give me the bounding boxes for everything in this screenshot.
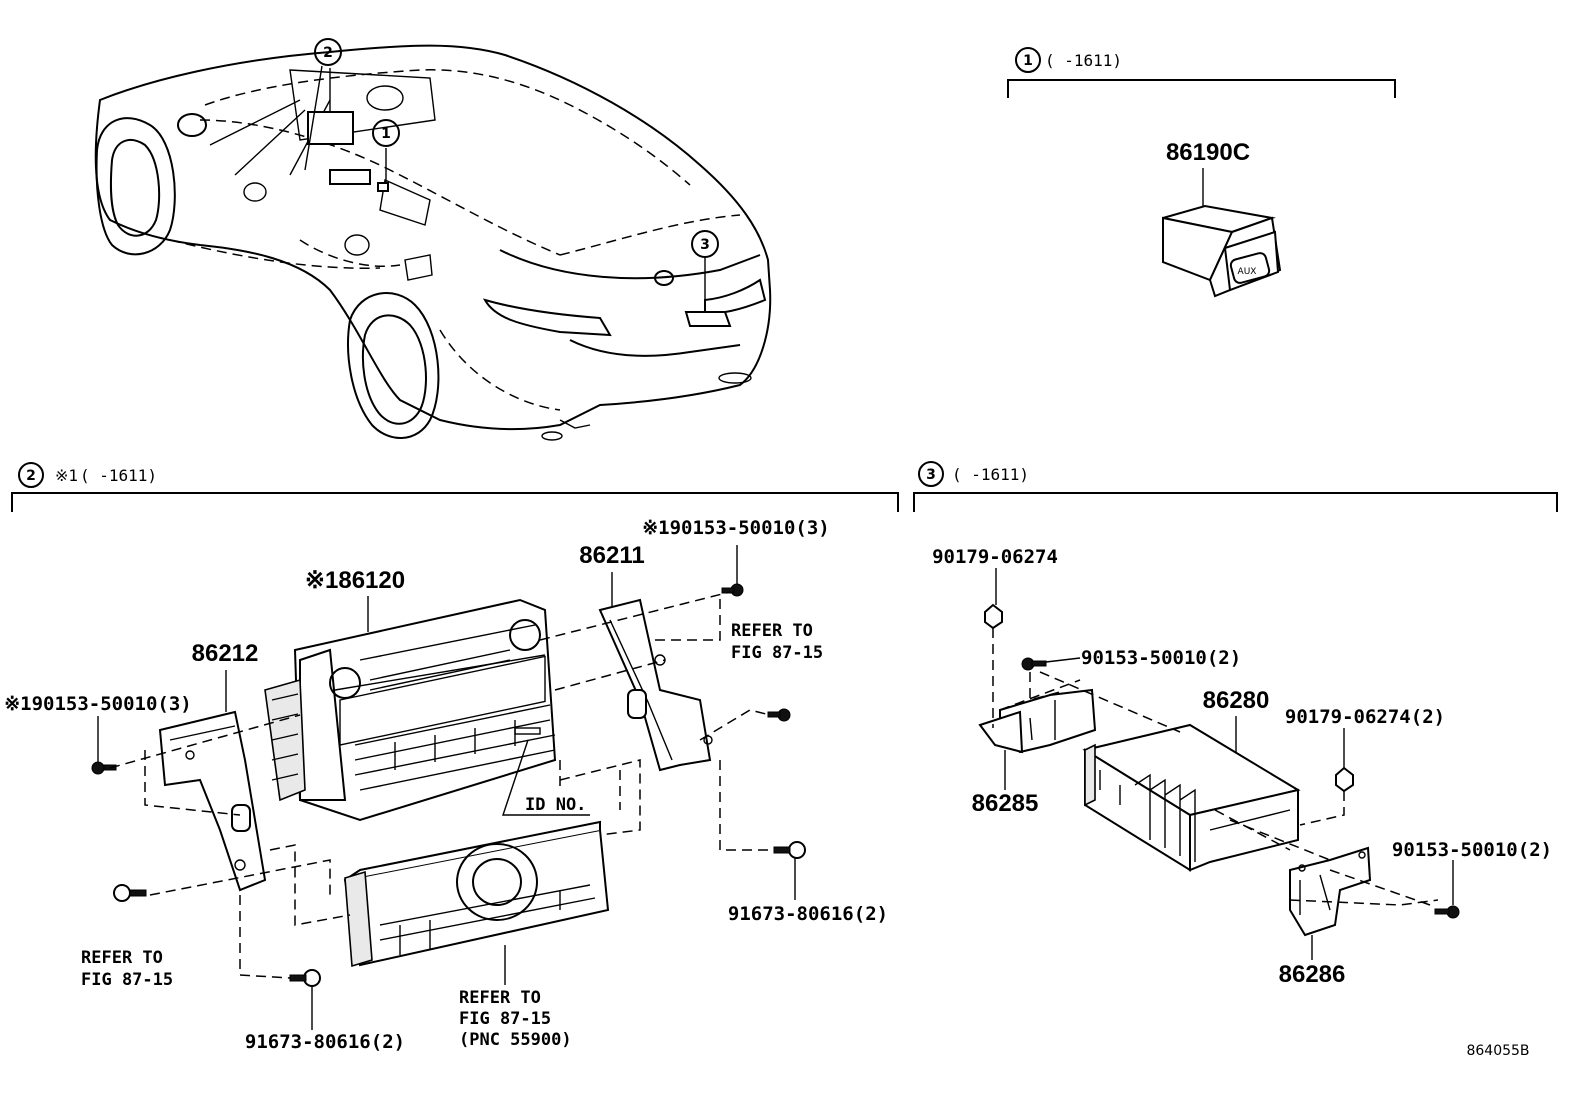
nut-top — [984, 568, 1003, 630]
assembly-lines-group2 — [109, 591, 771, 979]
svg-text:2: 2 — [323, 45, 333, 61]
part-label-86211: 86211 — [579, 542, 644, 569]
part-label-86212: 86212 — [192, 640, 259, 667]
svg-text:1: 1 — [1023, 53, 1033, 69]
car-callout-3: 3 — [691, 230, 719, 258]
bolt-bottom — [289, 969, 321, 1030]
radio-head-unit — [264, 598, 557, 822]
svg-text:2: 2 — [26, 468, 36, 484]
svg-text:REFER TO: REFER TO — [731, 621, 813, 641]
svg-text:ID NO.: ID NO. — [525, 795, 586, 815]
label-nut-right: 90179-06274(2) — [1285, 706, 1445, 728]
bracket-86212 — [158, 710, 267, 892]
car-callout-2: 2 — [314, 38, 342, 66]
label-bolt-right: 91673-80616(2) — [728, 903, 888, 925]
part-label-86120: ※186120 — [305, 567, 405, 594]
climate-control-panel — [343, 820, 610, 968]
svg-text:3: 3 — [700, 237, 710, 253]
part-label-86280: 86280 — [1203, 687, 1270, 714]
bracket-86285 — [978, 688, 1097, 754]
refer-note-left: REFER TO FIG 87-15 — [81, 948, 173, 990]
aux-label: AUX — [1238, 267, 1257, 277]
car-callout-1: 1 — [372, 119, 400, 147]
svg-text:( -1611): ( -1611) — [80, 466, 157, 485]
screw-right-mid — [767, 708, 791, 722]
svg-text:FIG 87-15: FIG 87-15 — [731, 643, 823, 663]
bracket-86211 — [598, 598, 713, 772]
label-screw-right: 90153-50010(2) — [1392, 839, 1552, 861]
label-screw-left: ※190153-50010(3) — [4, 693, 192, 715]
svg-text:1: 1 — [381, 126, 391, 142]
svg-text:(PNC 55900): (PNC 55900) — [459, 1030, 572, 1050]
label-screw-top: 90153-50010(2) — [1081, 647, 1241, 669]
svg-text:( -1611): ( -1611) — [1045, 51, 1122, 70]
aux-switch: AUX — [1162, 168, 1282, 298]
label-nut-top: 90179-06274 — [932, 546, 1058, 568]
group-3-header: 3 ( -1611) — [913, 461, 1558, 512]
part-label-86190C: 86190C — [1166, 139, 1250, 166]
screw-top — [1021, 657, 1081, 671]
svg-text:※1: ※1 — [55, 466, 78, 485]
nut-right — [1335, 728, 1354, 793]
part-label-86285: 86285 — [972, 790, 1039, 817]
screw-right — [1434, 860, 1460, 919]
id-number-callout: ID NO. — [502, 739, 590, 816]
svg-text:3: 3 — [926, 467, 936, 483]
refer-note-bottom: REFER TO FIG 87-15 (PNC 55900) — [459, 945, 572, 1050]
svg-text:FIG 87-15: FIG 87-15 — [459, 1009, 551, 1029]
svg-text:REFER TO: REFER TO — [459, 988, 541, 1008]
screw-left — [91, 716, 117, 775]
part-label-86286: 86286 — [1279, 961, 1346, 988]
svg-text:( -1611): ( -1611) — [952, 465, 1029, 484]
bracket-86286 — [1289, 846, 1372, 937]
label-screw-top-right: ※190153-50010(3) — [642, 517, 830, 539]
screw-top-right — [721, 545, 744, 597]
assembly-lines-group3 — [992, 628, 1439, 906]
amplifier-86280 — [1082, 723, 1301, 872]
car-illustration — [94, 44, 772, 441]
svg-text:FIG 87-15: FIG 87-15 — [81, 970, 173, 990]
label-bolt-bottom: 91673-80616(2) — [245, 1031, 405, 1053]
diagram-id: 864055B — [1466, 1043, 1529, 1059]
group-1-header: 1 ( -1611) — [1007, 47, 1396, 98]
svg-text:REFER TO: REFER TO — [81, 948, 163, 968]
refer-note-right: REFER TO FIG 87-15 — [731, 621, 823, 663]
bolt-left — [113, 884, 147, 902]
group-2-header: 2 ※1 ( -1611) — [11, 462, 899, 512]
bolt-right — [773, 841, 806, 900]
